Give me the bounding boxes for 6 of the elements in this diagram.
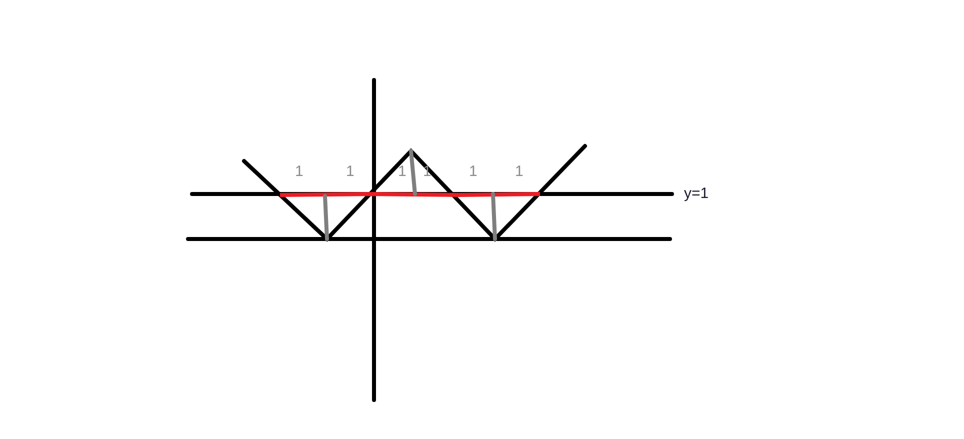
segment-length: 1 (346, 164, 354, 179)
line-equation: y=1 (684, 186, 709, 201)
segment-length: 1 (515, 164, 524, 179)
segment-length: 1 (295, 164, 304, 179)
segment-length: 1 (398, 164, 406, 179)
segment-length: 1 (469, 164, 478, 179)
